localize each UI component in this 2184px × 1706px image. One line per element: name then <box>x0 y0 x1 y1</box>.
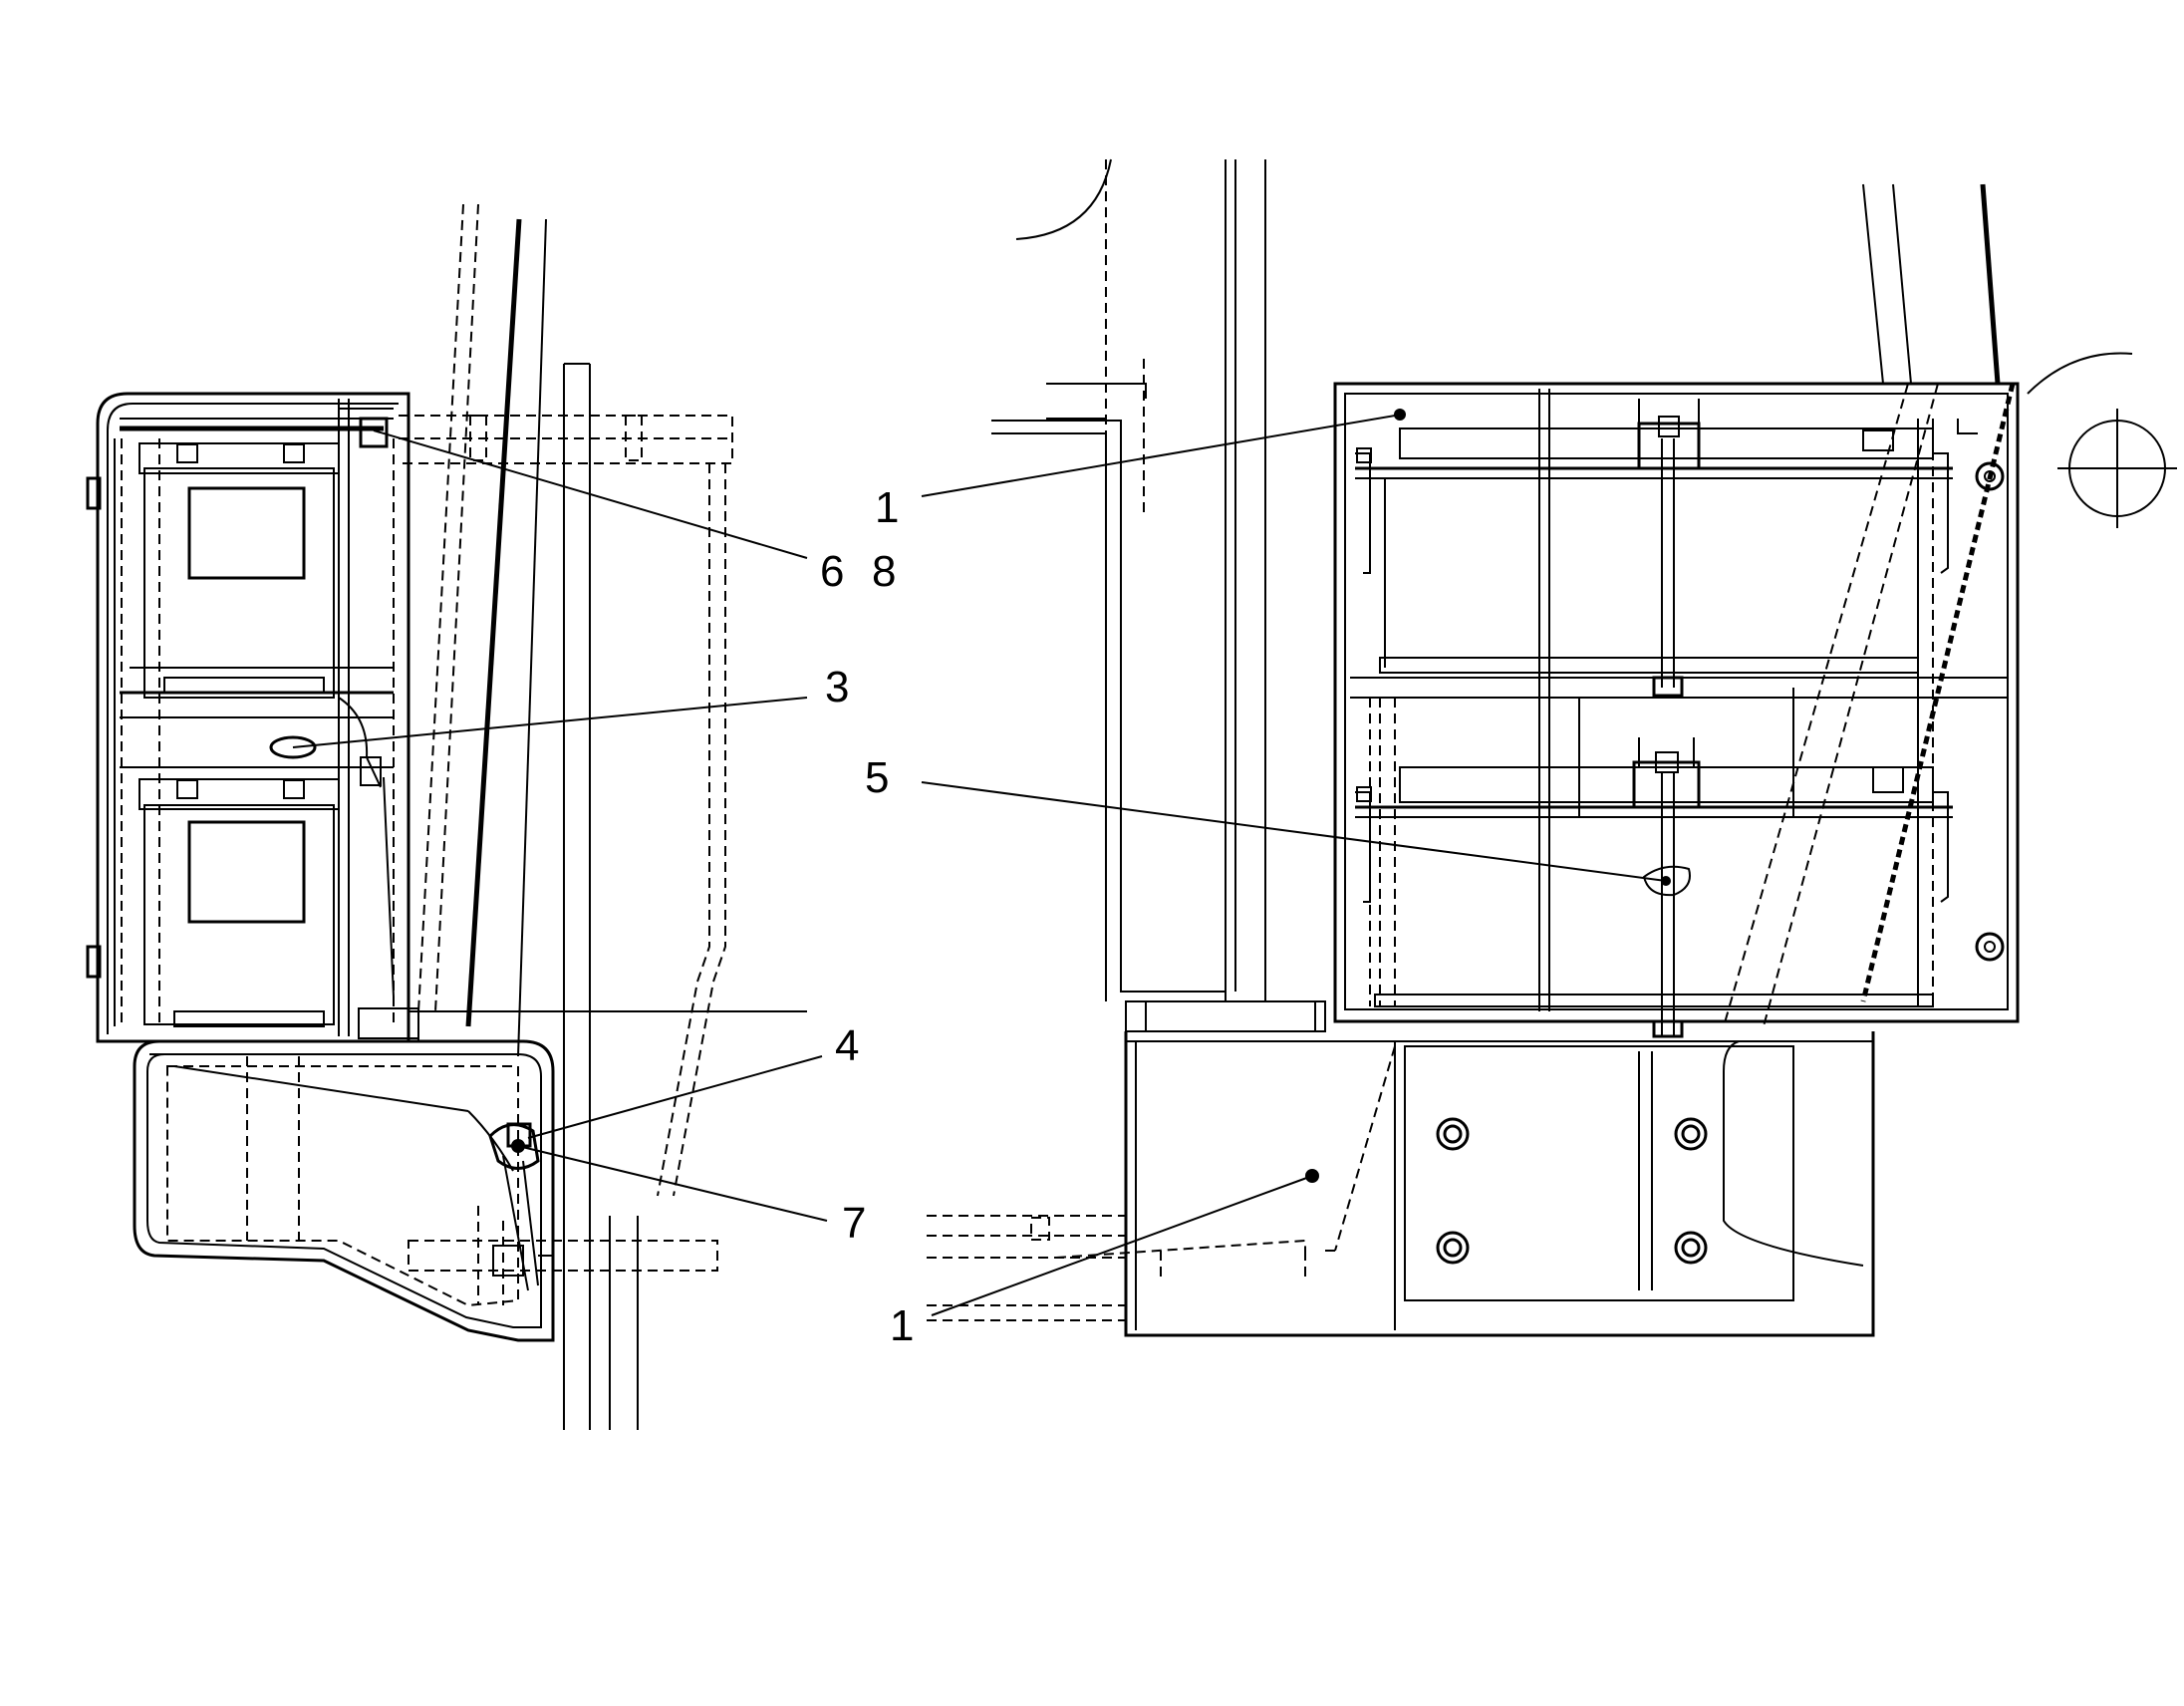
callout-labels: 6 8 3 4 7 1 5 1 <box>820 483 914 1350</box>
callout-6: 6 <box>820 547 844 596</box>
callout-1-lower: 1 <box>890 1301 914 1350</box>
left-mounting-bracket <box>133 1039 555 1342</box>
right-slanted-frame <box>1723 183 2016 1027</box>
left-battery-cabinet <box>86 392 419 1043</box>
right-battery-cabinet <box>1333 382 2020 1038</box>
left-dashed-structure <box>399 415 733 1305</box>
callout-5: 5 <box>865 753 889 802</box>
center-mark-circle <box>2057 409 2177 528</box>
callout-3: 3 <box>825 663 849 711</box>
callout-4: 4 <box>835 1021 859 1070</box>
right-mounting-bracket <box>927 1000 1875 1337</box>
bracket-bolts <box>1436 1117 1708 1265</box>
right-front-view <box>927 158 2177 1337</box>
reference-arc-top <box>1015 158 1112 240</box>
reference-arc-right <box>2027 352 2133 395</box>
callout-1-upper: 1 <box>875 483 899 532</box>
callout-7: 7 <box>842 1199 866 1248</box>
left-side-view <box>86 203 807 1430</box>
left-frame-pillar <box>417 203 639 1430</box>
right-pillar <box>991 159 1266 1001</box>
callout-8: 8 <box>872 547 896 596</box>
leader-lines <box>292 409 1667 1316</box>
